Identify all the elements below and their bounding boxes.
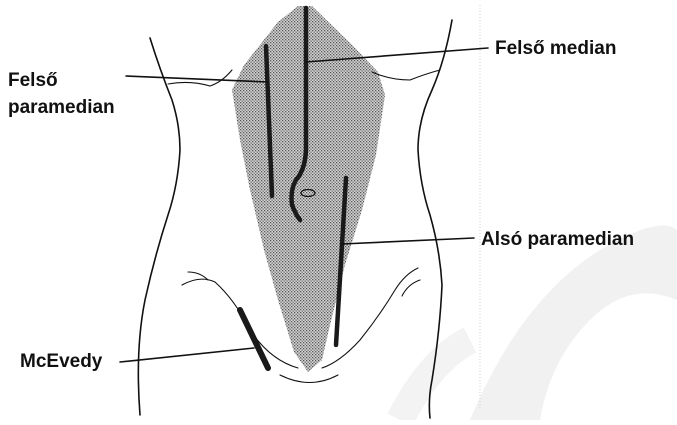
label-upper-paramedian-line1: Felső (8, 70, 58, 91)
label-mcevedy: McEvedy (20, 351, 103, 372)
watermark-logo (400, 226, 677, 421)
right-groin-fold-inner (402, 280, 420, 296)
label-lower-paramedian: Alsó paramedian (481, 229, 634, 250)
label-upper-median: Felső median (495, 38, 616, 59)
mcevedy-leader (120, 348, 254, 362)
right-ribcage-line (372, 70, 440, 80)
label-upper-paramedian-line2: paramedian (8, 97, 115, 118)
mcevedy-incision (240, 310, 268, 368)
lower-paramedian-leader (342, 238, 474, 244)
pubic-curve (280, 375, 338, 383)
